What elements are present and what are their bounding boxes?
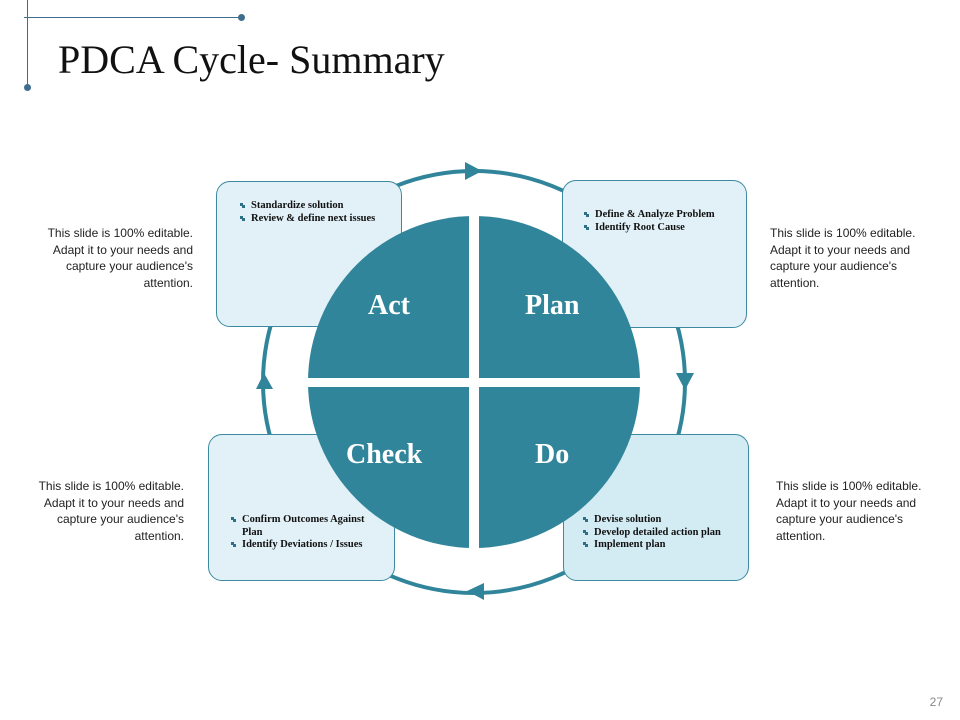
plan-bullet-list: Define & Analyze Problem Identify Root C…	[583, 209, 743, 234]
do-label: Do	[535, 439, 570, 470]
cycle-arrow-top	[465, 162, 482, 180]
list-item: Implement plan	[582, 539, 732, 552]
act-bullet-list: Standardize solution Review & define nex…	[239, 200, 379, 225]
title-decor-line-vertical	[27, 0, 28, 88]
check-label: Check	[346, 439, 423, 470]
act-label: Act	[368, 290, 410, 321]
cycle-arrow-right	[676, 373, 694, 390]
list-item: Review & define next issues	[239, 213, 379, 226]
cycle-arrow-bottom	[467, 583, 484, 600]
side-text-bottom-right: This slide is 100% editable. Adapt it to…	[776, 479, 922, 543]
title-decor-dot	[24, 84, 31, 91]
side-text-top-right: This slide is 100% editable. Adapt it to…	[770, 226, 916, 290]
quadrant-divider-horizontal	[302, 378, 646, 387]
slide-title: PDCA Cycle- Summary	[58, 37, 445, 82]
list-item: Devise solution	[582, 514, 732, 527]
list-item: Identify Deviations / Issues	[230, 539, 370, 552]
page-number: 27	[929, 695, 943, 709]
plan-label: Plan	[525, 290, 580, 321]
do-bullet-list: Devise solution Develop detailed action …	[582, 514, 732, 552]
cycle-arrow-left	[256, 373, 273, 389]
list-item: Define & Analyze Problem	[583, 209, 743, 222]
list-item: Develop detailed action plan	[582, 527, 732, 540]
list-item: Standardize solution	[239, 200, 379, 213]
side-text-bottom-left: This slide is 100% editable. Adapt it to…	[38, 479, 184, 543]
side-text-top-left: This slide is 100% editable. Adapt it to…	[47, 226, 193, 290]
title-decor-line-horizontal	[24, 17, 242, 18]
title-decor-dot	[238, 14, 245, 21]
list-item: Identify Root Cause	[583, 222, 743, 235]
list-item: Confirm Outcomes Against Plan	[230, 514, 370, 539]
check-bullet-list: Confirm Outcomes Against Plan Identify D…	[230, 514, 370, 552]
